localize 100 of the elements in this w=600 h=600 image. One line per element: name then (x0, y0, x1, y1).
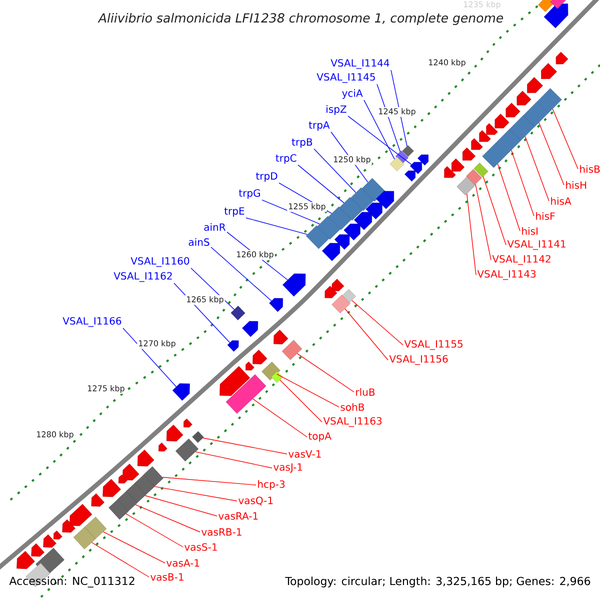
gene-pentagon (494, 114, 510, 128)
gene-pentagon (344, 224, 360, 240)
gene-pentagon (158, 442, 168, 452)
gene-block (362, 178, 386, 202)
leader-line (122, 328, 177, 388)
gene-block (306, 225, 330, 249)
gene-block (282, 340, 302, 360)
leader-line (296, 353, 354, 392)
gene-pentagon (418, 154, 428, 166)
leader-line (144, 495, 218, 516)
gene-label: vasRA-1 (218, 512, 258, 520)
leader-line (348, 116, 412, 165)
leader-line (262, 200, 320, 224)
leader-line (314, 148, 356, 193)
gene-pentagon (69, 504, 92, 526)
gene-pentagon (137, 450, 154, 466)
gene-pentagon (486, 123, 498, 135)
gene-label: vasS-1 (184, 543, 217, 551)
gene-block (538, 0, 554, 12)
gene-pentagon (252, 350, 268, 364)
gene-label: VSAL_I1162 (114, 272, 172, 282)
gene-pentagon (410, 162, 422, 174)
gene-pentagon (471, 138, 483, 150)
gene-label: VSAL_I1160 (130, 257, 190, 267)
leader-line (252, 398, 308, 438)
gene-block (126, 482, 146, 504)
gene-label: vasB-1 (150, 573, 184, 581)
gene-label: ainS (188, 238, 210, 246)
gene-pentagon (122, 464, 140, 480)
gene-label: trpG (238, 189, 260, 199)
gene-block (84, 516, 107, 540)
gene-block (536, 88, 562, 114)
gene-pentagon (354, 212, 372, 230)
gene-block (117, 491, 138, 512)
scale-label: 1255 kbp (287, 202, 327, 212)
gene-pentagon (62, 519, 76, 533)
gene-pentagon (53, 530, 62, 540)
gene-pentagon (324, 286, 338, 298)
gene-pentagon (544, 4, 568, 28)
gene-pentagon (506, 102, 520, 118)
gene-block (509, 115, 535, 141)
gene-block (176, 438, 199, 462)
genome-summary-text: Topology: circular; Length: 3,325,165 bp; Genes: 2,966 (285, 576, 590, 588)
leader-line (298, 164, 344, 204)
gene-label: trpC (276, 154, 296, 164)
leader-line (538, 122, 564, 186)
gene-pentagon (444, 166, 456, 178)
title: Aliivibrio salmonicida LFI1238 chromosome 1, complete genome (97, 12, 505, 26)
gene-block (339, 197, 363, 221)
scale-label: 1265 kbp (185, 295, 225, 305)
gene-label: topA (308, 432, 332, 442)
accession-text: Accession: NC_011312 (9, 576, 134, 588)
gene-label: vasQ-1 (238, 496, 273, 506)
scale-label: 1250 kbp (332, 155, 372, 165)
gene-pentagon (366, 202, 382, 220)
leader-line (552, 108, 578, 170)
leader-line (246, 218, 308, 235)
leader-line (135, 504, 200, 532)
scale-label: 1280 kbp (35, 430, 75, 440)
gene-label: yciA (342, 89, 363, 99)
gene-block (456, 176, 476, 196)
gene-block (317, 216, 340, 240)
gene-block (474, 162, 488, 178)
gene-label: vasV-1 (288, 450, 321, 458)
gene-block (192, 431, 204, 443)
gene-label: sohB (340, 403, 364, 411)
gene-pentagon (527, 77, 543, 93)
gene-label: VSAL_I1163 (323, 417, 382, 427)
leader-line (497, 164, 520, 232)
gene-pentagon (404, 170, 416, 182)
gene-label: hisI (522, 227, 538, 235)
leader-line (276, 374, 340, 408)
gene-block (230, 306, 246, 320)
gene-pentagon (322, 243, 340, 261)
gene-block (328, 206, 352, 230)
gene-block (550, 0, 566, 9)
gene-label: ainR (204, 223, 226, 231)
gene-label: VSAL_I1166 (62, 317, 122, 327)
leader-line (482, 176, 506, 246)
gene-pentagon (479, 130, 491, 142)
gene-label: VSAL_I1156 (389, 355, 448, 365)
gene-pentagon (274, 330, 288, 344)
gene-block (134, 474, 155, 495)
leader-line (102, 531, 166, 564)
gene-pentagon (102, 478, 121, 498)
gene-pentagon (334, 234, 350, 250)
gene-pentagon (376, 191, 394, 209)
leader-line (154, 486, 238, 502)
gene-pentagon (172, 383, 190, 401)
gene-pentagon (282, 274, 306, 296)
gene-pentagon (183, 418, 192, 428)
gene-label: trpE (224, 207, 244, 217)
gene-label: VSAL_I1142 (492, 255, 550, 265)
gene-block (332, 294, 350, 314)
gene-label: trpA (308, 121, 330, 131)
gene-label: VSAL_I1144 (330, 59, 390, 69)
gene-block (350, 187, 374, 211)
gene-block (496, 129, 521, 154)
gene-pentagon (118, 474, 128, 484)
gene-label: VSAL_I1143 (477, 270, 536, 280)
